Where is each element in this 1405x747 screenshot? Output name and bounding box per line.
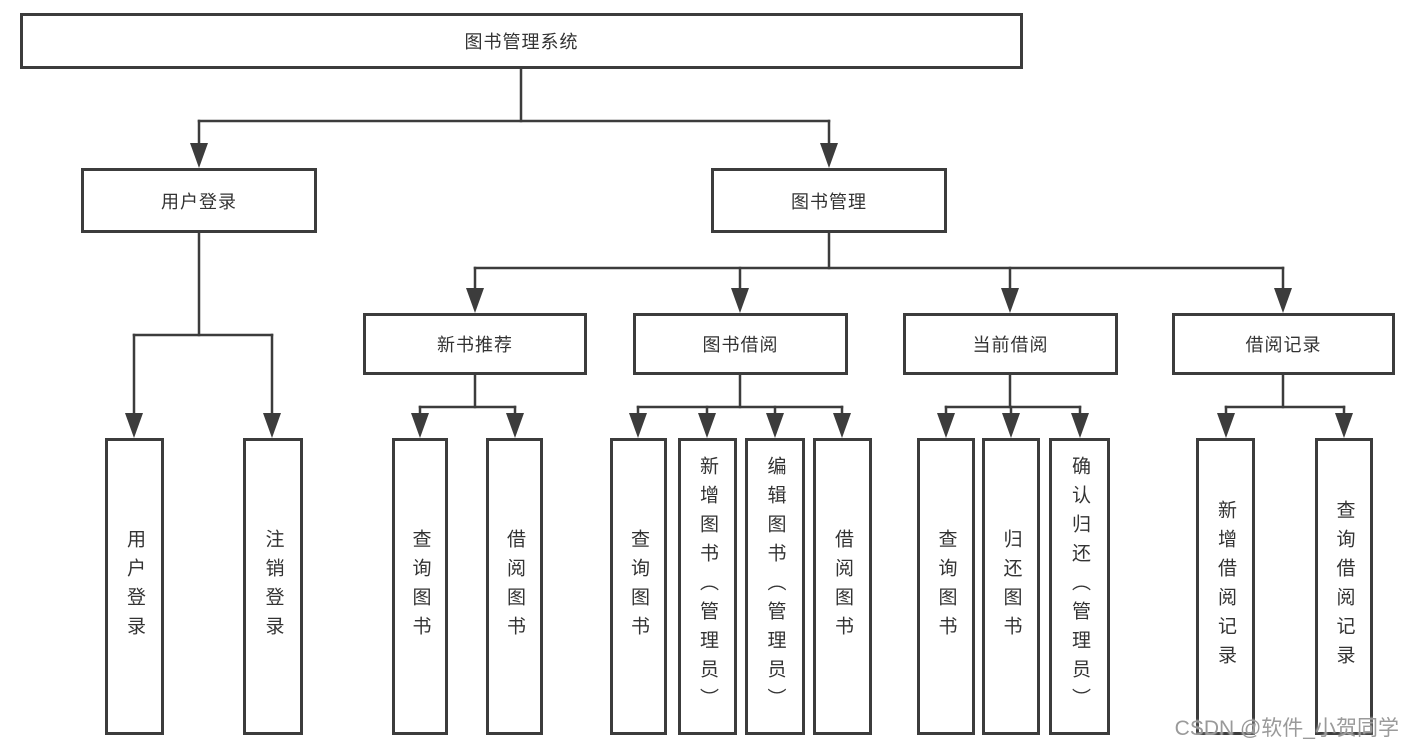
node-label: 查询图书 <box>409 528 431 645</box>
node-leaf-edit-book-admin: 编辑图书（管理员） <box>745 438 805 735</box>
node-book-borrowing: 图书借阅 <box>633 313 848 375</box>
node-label: 归还图书 <box>1000 528 1022 645</box>
node-book-management: 图书管理 <box>711 168 947 233</box>
node-label: 新增借阅记录 <box>1215 499 1236 674</box>
node-leaf-logout: 注销登录 <box>243 438 303 735</box>
node-label: 图书借阅 <box>702 335 779 355</box>
node-label: 新书推荐 <box>437 335 513 355</box>
node-label: 确认归还（管理员） <box>1069 456 1090 717</box>
node-label: 新增图书（管理员） <box>697 456 718 717</box>
node-label: 用户登录 <box>124 528 145 645</box>
node-leaf-borrow-book-recommend: 借阅图书 <box>486 438 543 735</box>
node-borrow-records: 借阅记录 <box>1172 313 1395 375</box>
node-leaf-query-book-recommend: 查询图书 <box>392 438 448 735</box>
node-label: 注销登录 <box>262 528 284 645</box>
node-label: 查询借阅记录 <box>1333 499 1355 674</box>
node-user-login: 用户登录 <box>81 168 317 233</box>
node-label: 借阅图书 <box>504 528 525 645</box>
node-label: 编辑图书（管理员） <box>764 456 786 717</box>
node-label: 查询图书 <box>935 528 957 645</box>
node-label: 借阅记录 <box>1245 335 1322 355</box>
node-label: 借阅图书 <box>832 528 853 645</box>
node-leaf-query-book-current: 查询图书 <box>917 438 975 735</box>
node-label: 图书管理 <box>791 191 867 212</box>
node-leaf-borrow-book: 借阅图书 <box>813 438 872 735</box>
node-new-book-recommend: 新书推荐 <box>363 313 587 375</box>
node-label: 查询图书 <box>628 528 649 645</box>
node-library-system: 图书管理系统 <box>20 13 1023 69</box>
node-current-borrowing: 当前借阅 <box>903 313 1118 375</box>
node-leaf-add-borrow-record: 新增借阅记录 <box>1196 438 1255 735</box>
node-leaf-add-book-admin: 新增图书（管理员） <box>678 438 737 735</box>
watermark: CSDN @软件_小贺同学 <box>1174 717 1399 740</box>
node-label: 用户登录 <box>161 191 237 212</box>
node-label: 当前借阅 <box>972 335 1049 355</box>
node-leaf-return-book: 归还图书 <box>982 438 1040 735</box>
node-label: 图书管理系统 <box>464 32 579 52</box>
node-leaf-query-borrow-record: 查询借阅记录 <box>1315 438 1373 735</box>
node-leaf-query-book-borrowing: 查询图书 <box>610 438 667 735</box>
node-leaf-user-login: 用户登录 <box>105 438 164 735</box>
node-leaf-confirm-return-admin: 确认归还（管理员） <box>1049 438 1110 735</box>
